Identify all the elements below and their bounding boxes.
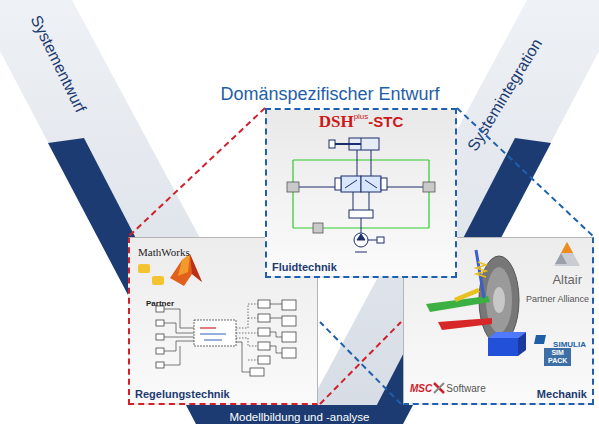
signal-lines xyxy=(164,304,282,372)
simulia-mark xyxy=(534,335,546,344)
components xyxy=(329,138,387,247)
node-label: Modellbildung und -analyse xyxy=(229,411,369,423)
diagram-title: Domänspezifischer Entwurf xyxy=(220,84,439,105)
plot-line xyxy=(200,327,216,328)
domain-panel: Fluidtechnik DSHplus-STC xyxy=(265,108,457,278)
text-place: Fluidtechnik xyxy=(272,261,337,273)
node-label: Fluidtechnik xyxy=(272,261,337,273)
vendor-logo: Software xyxy=(446,383,485,394)
product-logo: -STC xyxy=(368,113,403,130)
product-logo: plus xyxy=(354,112,369,121)
logo-mark xyxy=(433,382,445,394)
vendor-logo: MathWorks xyxy=(138,242,190,260)
test-rig xyxy=(488,332,526,356)
hydraulic-schematic xyxy=(267,110,455,276)
partner-tag: Partner xyxy=(146,292,174,310)
hydraulic-lines xyxy=(299,150,423,252)
vendor-logo: MSC xyxy=(410,383,432,394)
node-label: Mechanik xyxy=(537,388,587,400)
text-place: Regelungstechnik xyxy=(135,388,230,400)
partner-tag: Partner Alliance xyxy=(526,288,589,306)
vendor-logo: MSC Software xyxy=(410,378,486,396)
v-model-base: Modellbildung und -analyse xyxy=(196,405,403,424)
vendor-logo: MathWorks xyxy=(138,246,190,258)
vendor-logo: SIMPACK xyxy=(544,348,571,366)
product-logo: DSHplus-STC xyxy=(267,113,455,132)
vendor-logo: Altair xyxy=(552,272,582,287)
sensors xyxy=(287,182,435,233)
block-diagram xyxy=(156,300,296,376)
partner-tag: Partner Alliance xyxy=(526,294,589,304)
msc-mark xyxy=(433,382,445,394)
suspension-arms xyxy=(426,250,492,330)
vendor-logo: PACK xyxy=(548,357,567,365)
node-label: Regelungstechnik xyxy=(135,388,230,400)
vendor-logo: Altair xyxy=(552,270,582,288)
product-logo: DSH xyxy=(319,112,354,131)
partner-tag: Partner xyxy=(146,299,174,308)
green-wires xyxy=(293,160,429,228)
matlab-membrane xyxy=(138,254,202,286)
title-area: Domänspezifischer Entwurf xyxy=(150,84,510,105)
text-place: Modellbildung und -analyse xyxy=(196,407,403,424)
altair-mark xyxy=(554,242,580,266)
vendor-logo: SIM xyxy=(548,349,567,357)
text-place: Mechanik xyxy=(537,388,587,400)
plot-line xyxy=(200,334,226,340)
